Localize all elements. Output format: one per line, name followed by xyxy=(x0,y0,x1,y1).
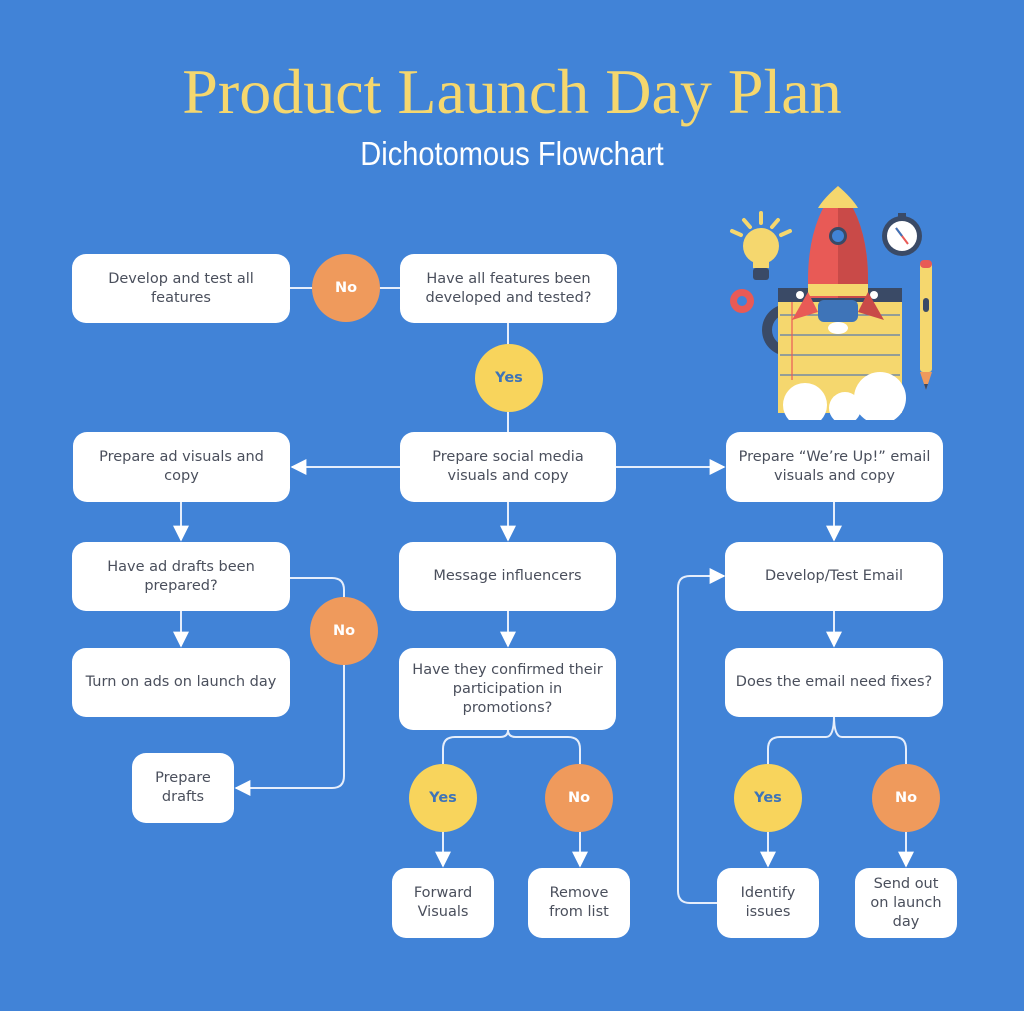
pencil-icon xyxy=(920,260,932,390)
node-ad-drafts-question: Have ad drafts been prepared? xyxy=(72,542,290,611)
decision-no: No xyxy=(312,254,380,322)
launch-illustration xyxy=(730,186,932,420)
node-turn-on-ads: Turn on ads on launch day xyxy=(72,648,290,717)
node-develop-test-email: Develop/Test Email xyxy=(725,542,943,611)
node-remove-from-list: Remove from list xyxy=(528,868,630,938)
node-develop-test-features: Develop and test all features xyxy=(72,254,290,323)
decision-no: No xyxy=(545,764,613,832)
node-email-fixes-question: Does the email need fixes? xyxy=(725,648,943,717)
node-message-influencers: Message influencers xyxy=(399,542,616,611)
decision-no: No xyxy=(872,764,940,832)
node-forward-visuals: Forward Visuals xyxy=(392,868,494,938)
node-send-out: Send out on launch day xyxy=(855,868,957,938)
decision-yes: Yes xyxy=(734,764,802,832)
node-prepare-ad-visuals: Prepare ad visuals and copy xyxy=(73,432,290,502)
node-identify-issues: Identify issues xyxy=(717,868,819,938)
lightbulb-icon xyxy=(730,211,792,280)
node-prepare-social-visuals: Prepare social media visuals and copy xyxy=(400,432,616,502)
decision-yes: Yes xyxy=(409,764,477,832)
node-features-question: Have all features been developed and tes… xyxy=(400,254,617,323)
page-subtitle: Dichotomous Flowchart xyxy=(360,135,664,172)
node-prepare-drafts: Prepare drafts xyxy=(132,753,234,823)
decision-no: No xyxy=(310,597,378,665)
node-influencers-question: Have they confirmed their participation … xyxy=(399,648,616,730)
compass-icon xyxy=(882,213,922,256)
rocket-icon xyxy=(792,186,884,334)
decision-yes: Yes xyxy=(475,344,543,412)
page-title: Product Launch Day Plan xyxy=(182,56,842,127)
node-prepare-email-visuals: Prepare “We’re Up!” email visuals and co… xyxy=(726,432,943,502)
